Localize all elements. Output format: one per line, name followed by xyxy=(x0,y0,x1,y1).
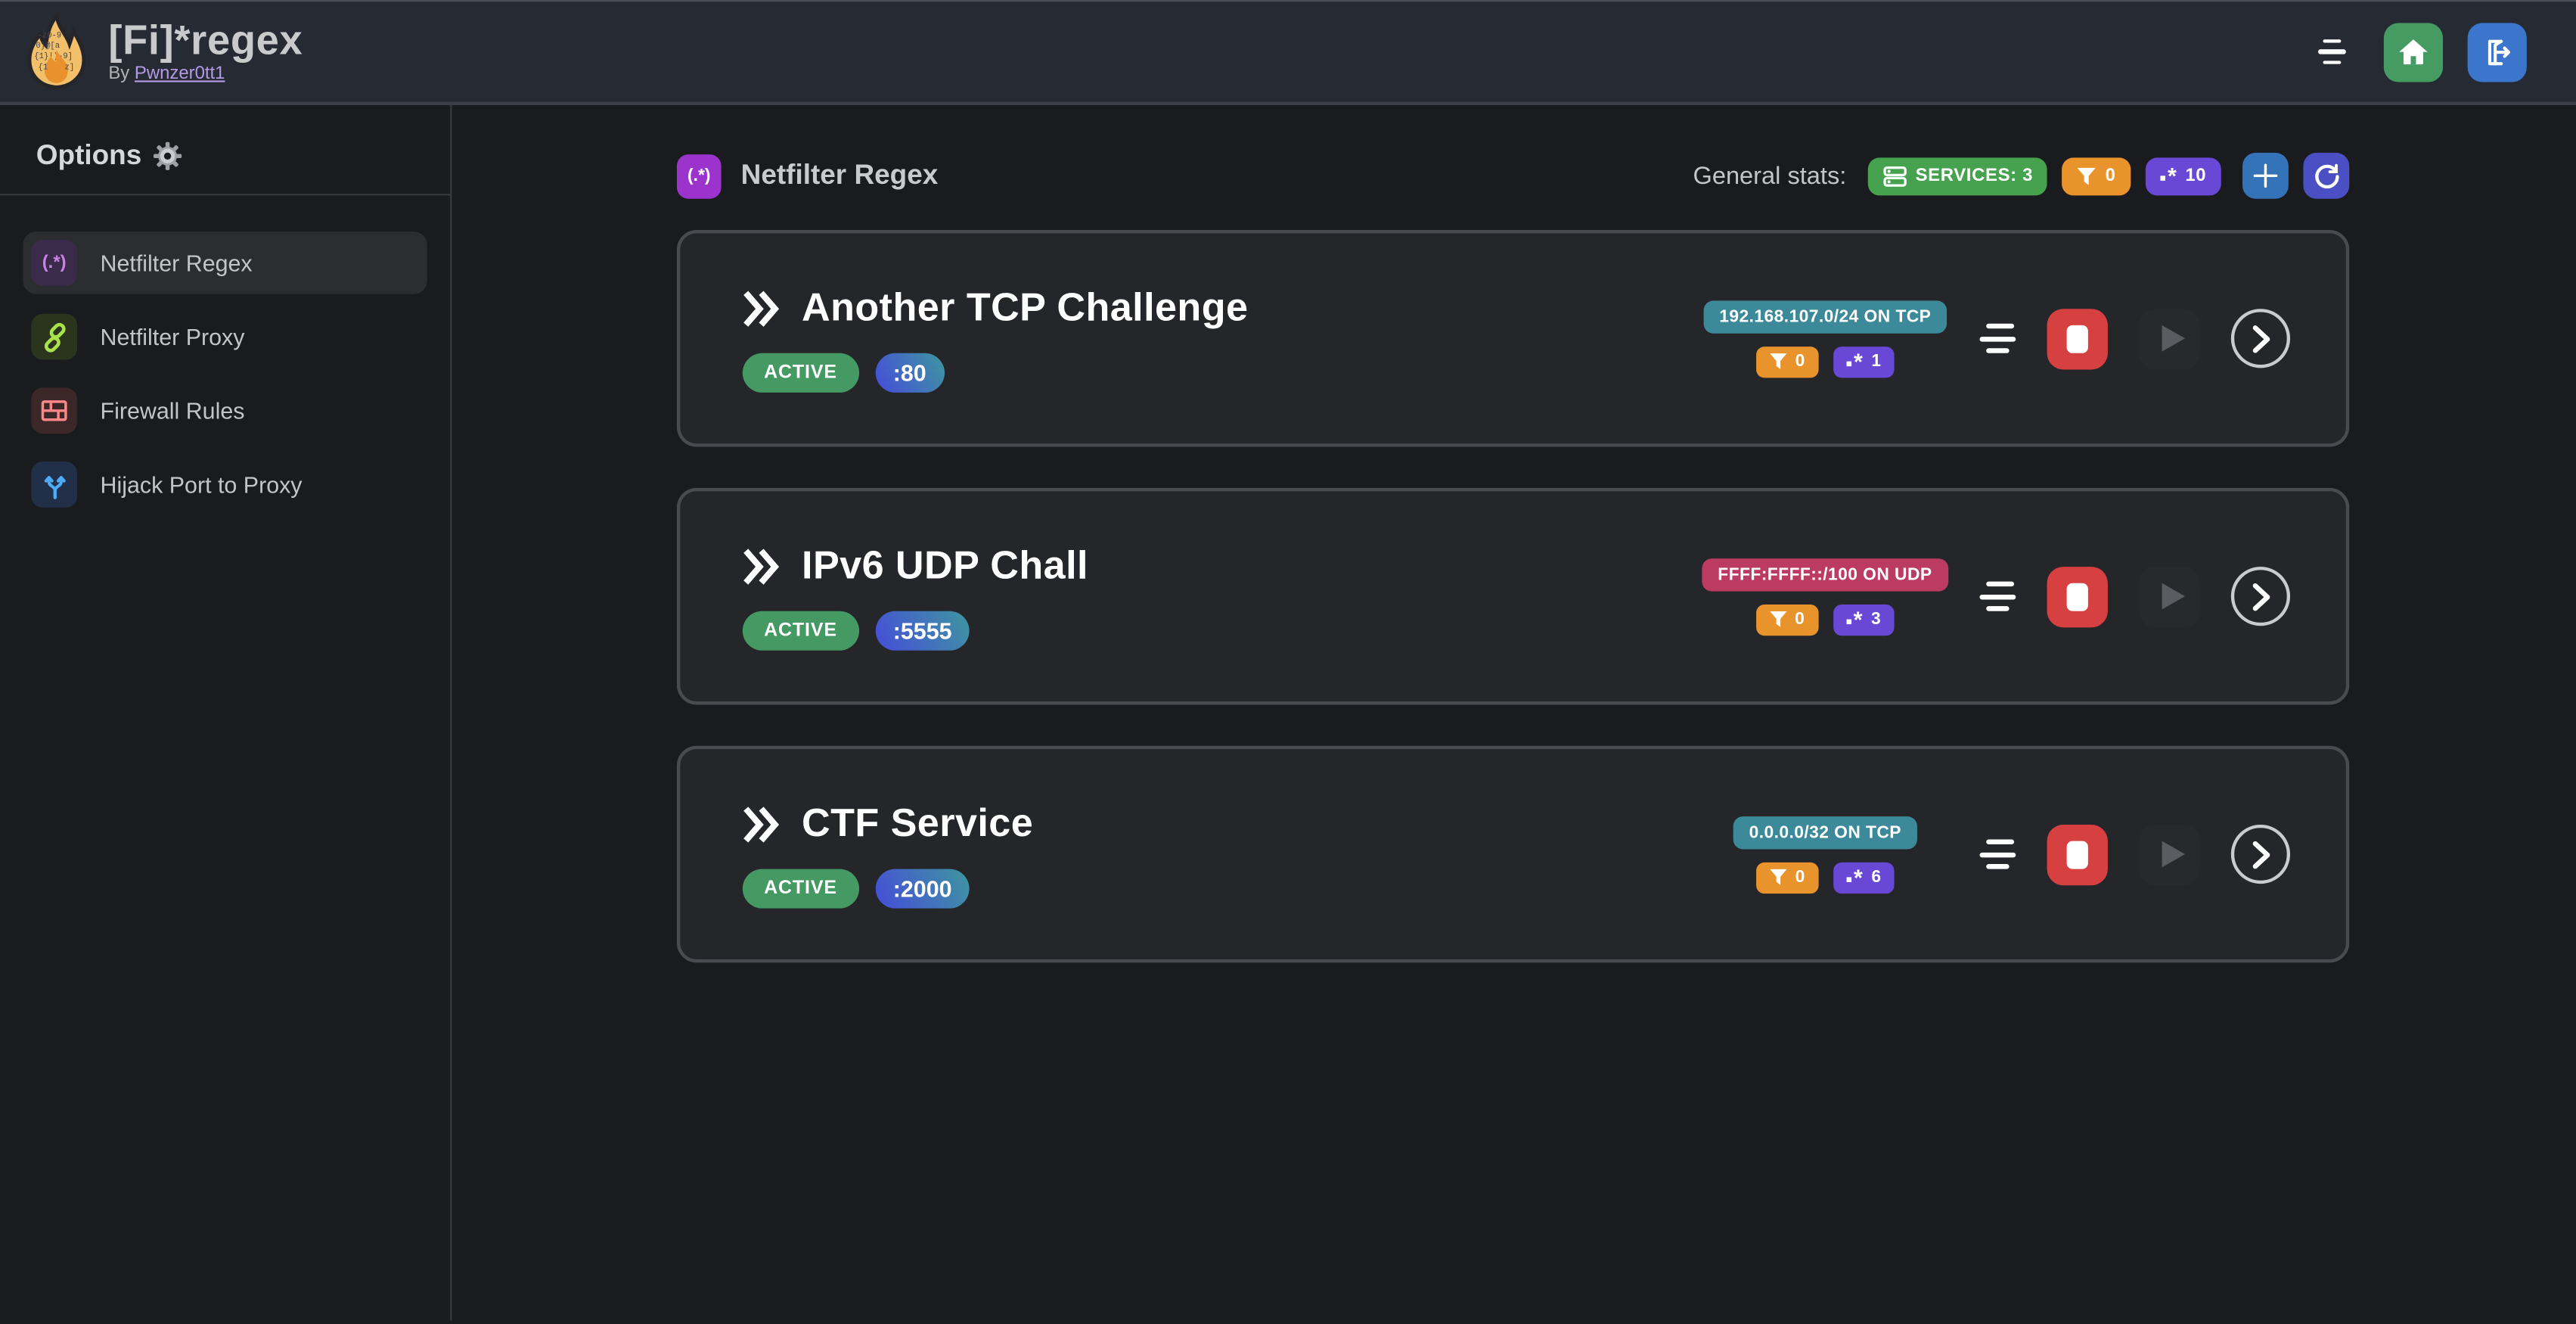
logout-icon xyxy=(2488,39,2510,65)
regex-count-badge: * 6 xyxy=(1833,861,1895,894)
chevron-right-icon xyxy=(2252,582,2270,611)
dot-star-icon: * xyxy=(1846,350,1863,373)
byline: By Pwnzer0tt1 xyxy=(108,64,225,84)
regex-icon: (.*) xyxy=(31,239,78,286)
server-icon xyxy=(1883,165,1907,186)
service-list: Another TCP Challenge ACTIVE :80 192.168… xyxy=(676,229,2576,963)
general-stats: General stats: SERVICES: 3 0 xyxy=(1693,152,2350,199)
sidebar-item-hijack-port[interactable]: Hijack Port to Proxy xyxy=(23,453,427,516)
filtered-count-badge: 0 xyxy=(2062,157,2131,195)
stop-service-button[interactable] xyxy=(2047,308,2108,369)
svg-text:-z0-9: -z0-9 xyxy=(37,31,61,40)
section-header: (.*) Netfilter Regex General stats: SERV… xyxy=(676,152,2350,199)
regex-count-badge: * 1 xyxy=(1833,346,1895,378)
stop-service-button[interactable] xyxy=(2047,565,2108,627)
service-menu-icon[interactable] xyxy=(1979,839,2016,869)
dot-star-icon: * xyxy=(1846,866,1863,889)
stop-icon xyxy=(2066,582,2088,611)
stop-icon xyxy=(2066,840,2088,869)
author-link[interactable]: Pwnzer0tt1 xyxy=(134,64,225,84)
funnel-icon xyxy=(1769,869,1786,885)
add-service-button[interactable] xyxy=(2242,152,2289,199)
svg-text:0}@[a: 0}@[a xyxy=(36,42,60,51)
services-count-badge: SERVICES: 3 xyxy=(1867,157,2048,195)
funnel-icon xyxy=(1769,611,1786,627)
burger-menu-icon[interactable] xyxy=(2317,39,2346,65)
service-menu-icon[interactable] xyxy=(1979,323,2016,353)
open-service-button[interactable] xyxy=(2230,567,2291,626)
service-name: Another TCP Challenge xyxy=(802,284,1249,330)
funnel-icon xyxy=(1769,353,1786,369)
start-service-button[interactable] xyxy=(2139,565,2200,627)
port-badge: :80 xyxy=(874,352,945,392)
double-chevron-icon xyxy=(743,548,780,584)
stop-service-button[interactable] xyxy=(2047,823,2108,885)
dot-star-icon: * xyxy=(1845,608,1863,631)
app-header: -z0-9 0}@[a {1}|)-9] {1 z] [Fi]*regex By… xyxy=(0,0,2576,105)
status-badge: ACTIVE xyxy=(742,610,859,650)
gear-icon xyxy=(154,141,182,170)
chain-icon xyxy=(31,313,78,360)
play-icon xyxy=(2161,583,2184,610)
brick-wall-icon xyxy=(31,387,78,434)
app-title: [Fi]*regex xyxy=(108,17,303,64)
filtered-count-badge: 0 xyxy=(1755,603,1818,636)
play-icon xyxy=(2161,325,2184,352)
double-chevron-icon xyxy=(743,290,780,326)
svg-text:z]: z] xyxy=(65,64,75,73)
stats-label: General stats: xyxy=(1693,161,1847,190)
section-title: Netfilter Regex xyxy=(740,159,939,191)
address-badge: 192.168.107.0/24 ON TCP xyxy=(1702,300,1948,333)
chevron-right-icon xyxy=(2252,840,2270,869)
address-badge: FFFF:FFFF::/100 ON UDP xyxy=(1701,558,1949,591)
service-card: Another TCP Challenge ACTIVE :80 192.168… xyxy=(676,229,2350,447)
dot-star-icon: * xyxy=(2160,164,2177,188)
plus-icon xyxy=(2253,163,2278,188)
filtered-count-badge: 0 xyxy=(1755,861,1819,894)
filtered-count-badge: 0 xyxy=(1755,346,1819,378)
home-button[interactable] xyxy=(2383,22,2444,82)
regex-count-badge: * 3 xyxy=(1833,603,1895,636)
funnel-icon xyxy=(2078,166,2096,185)
sidebar-item-netfilter-regex[interactable]: (.*) Netfilter Regex xyxy=(23,232,427,294)
service-card: CTF Service ACTIVE :2000 0.0.0.0/32 ON T… xyxy=(676,745,2350,963)
play-icon xyxy=(2161,841,2184,868)
sidebar-heading: Options xyxy=(0,140,450,172)
port-badge: :2000 xyxy=(874,868,970,908)
flame-logo-icon: -z0-9 0}@[a {1}|)-9] {1 z] xyxy=(27,13,86,89)
port-badge: :5555 xyxy=(874,610,970,650)
regex-count-badge: * 10 xyxy=(2145,157,2221,195)
refresh-button[interactable] xyxy=(2303,152,2350,199)
service-name: IPv6 UDP Chall xyxy=(802,542,1088,588)
sidebar-divider xyxy=(0,194,451,196)
header-actions xyxy=(2317,22,2527,82)
svg-text:{1}|)-9]: {1}|)-9] xyxy=(34,52,73,61)
split-arrows-icon xyxy=(31,462,78,508)
service-card: IPv6 UDP Chall ACTIVE :5555 FFFF:FFFF::/… xyxy=(676,487,2350,705)
brand: -z0-9 0}@[a {1}|)-9] {1 z] [Fi]*regex By… xyxy=(23,13,303,90)
main-content: (.*) Netfilter Regex General stats: SERV… xyxy=(452,105,2576,1321)
open-service-button[interactable] xyxy=(2230,309,2291,368)
sidebar-nav: (.*) Netfilter Regex Netfilter Proxy xyxy=(0,232,450,516)
sidebar-item-netfilter-proxy[interactable]: Netfilter Proxy xyxy=(23,306,427,368)
logout-button[interactable] xyxy=(2467,22,2527,82)
stop-icon xyxy=(2066,324,2088,353)
refresh-icon xyxy=(2314,163,2339,188)
sidebar-item-firewall-rules[interactable]: Firewall Rules xyxy=(23,380,427,443)
service-menu-icon[interactable] xyxy=(1979,581,2016,611)
address-badge: 0.0.0.0/32 ON TCP xyxy=(1732,816,1918,849)
status-badge: ACTIVE xyxy=(742,352,859,392)
start-service-button[interactable] xyxy=(2139,308,2200,369)
sidebar: Options (.*) Netfilter xyxy=(0,104,452,1321)
service-name: CTF Service xyxy=(802,800,1034,846)
open-service-button[interactable] xyxy=(2230,824,2291,884)
regex-section-icon: (.*) xyxy=(676,154,722,198)
home-icon xyxy=(2399,39,2428,64)
chevron-right-icon xyxy=(2252,325,2270,353)
double-chevron-icon xyxy=(743,806,780,842)
start-service-button[interactable] xyxy=(2139,823,2200,885)
status-badge: ACTIVE xyxy=(742,868,859,908)
svg-text:{1: {1 xyxy=(39,64,48,73)
